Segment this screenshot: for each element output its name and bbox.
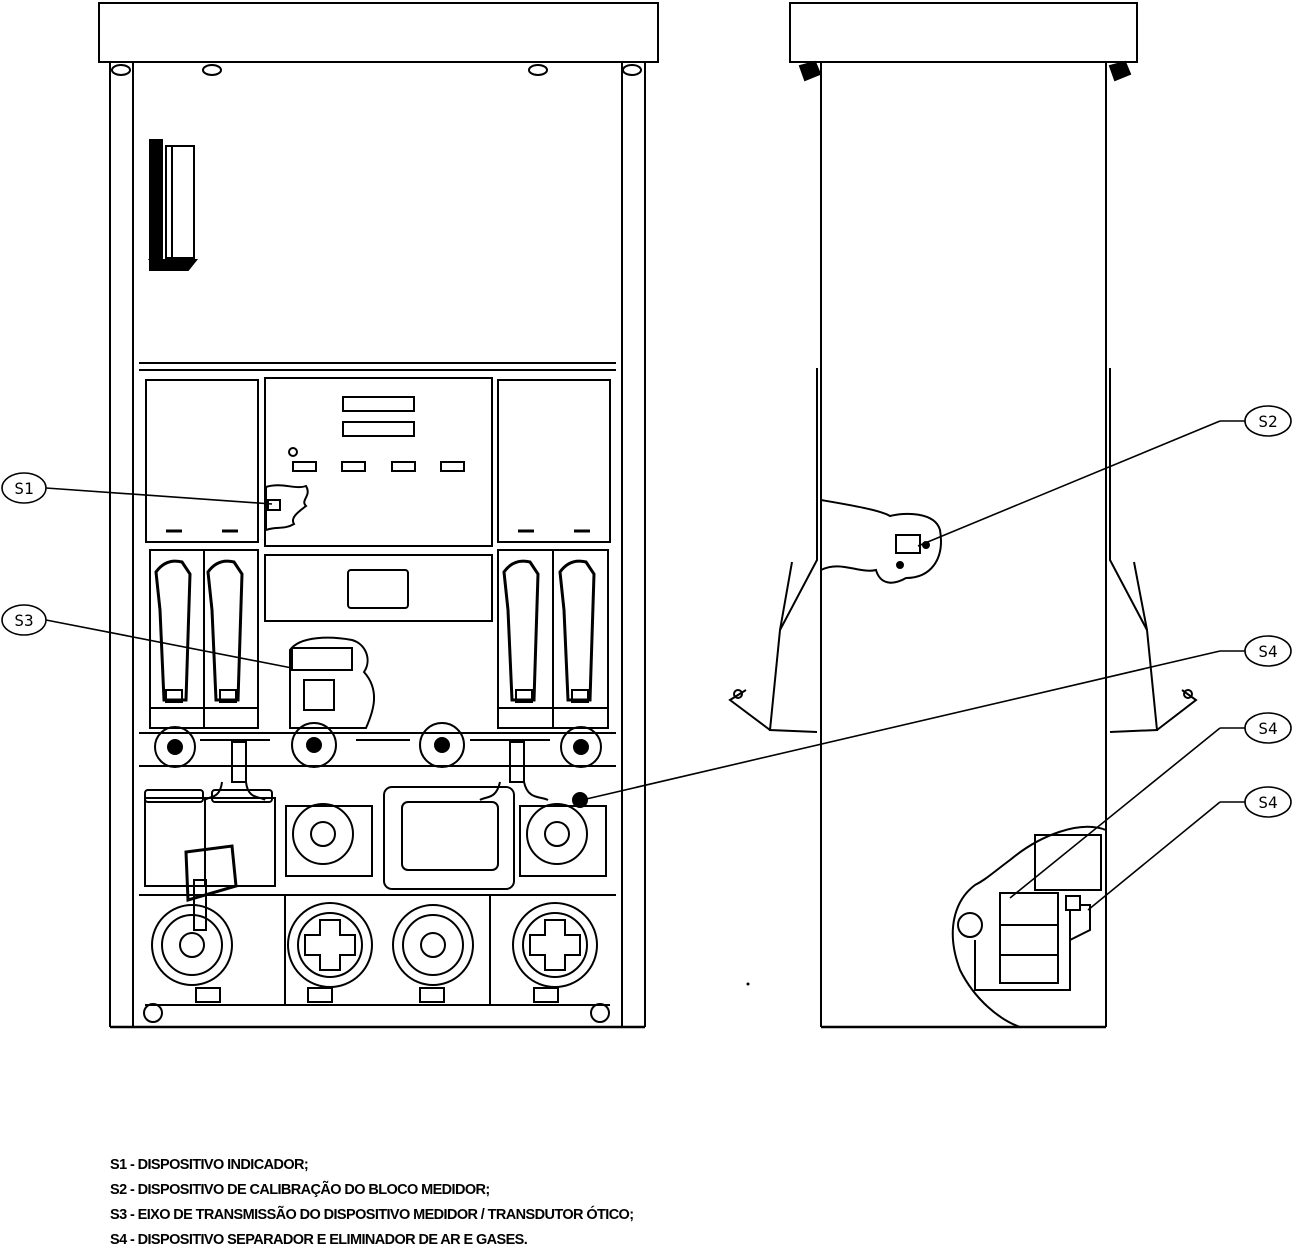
legend-item: S4 - DISPOSITIVO SEPARADOR E ELIMINADOR … bbox=[110, 1232, 528, 1248]
s1-cutaway bbox=[265, 484, 309, 532]
callout-s4-first-label: S4 bbox=[1258, 642, 1277, 661]
front-bolts bbox=[111, 64, 642, 76]
front-view bbox=[98, 2, 659, 1029]
s2-cutaway bbox=[820, 499, 942, 584]
callout-s1-label: S1 bbox=[14, 479, 33, 498]
legend: S1 - DISPOSITIVO INDICADOR; S2 - DISPOSI… bbox=[110, 1153, 634, 1253]
callout-s4-first bbox=[581, 635, 1292, 801]
side-view bbox=[728, 2, 1198, 1029]
callout-labels: S1 S3 S2 S4 S4 S4 bbox=[14, 412, 1277, 812]
callout-s4-second bbox=[1009, 712, 1292, 899]
motor-blocks bbox=[144, 786, 607, 931]
s3-cutaway bbox=[289, 636, 376, 729]
central-display-head bbox=[264, 377, 493, 547]
left-display-panel bbox=[145, 379, 259, 543]
callout-s3 bbox=[1, 604, 293, 669]
meter-heads-row bbox=[154, 722, 602, 783]
pump-assemblies bbox=[139, 894, 616, 1023]
legend-item: S3 - EIXO DE TRANSMISSÃO DO DISPOSITIVO … bbox=[110, 1207, 634, 1223]
callout-s1 bbox=[1, 472, 273, 505]
nozzle-holders bbox=[149, 549, 609, 729]
callout-s4-third bbox=[1087, 786, 1292, 911]
side-top-beam bbox=[789, 2, 1138, 63]
callout-s3-label: S3 bbox=[14, 611, 33, 630]
legend-item: S1 - DISPOSITIVO INDICADOR; bbox=[110, 1157, 309, 1173]
callout-s4-third-label: S4 bbox=[1258, 793, 1277, 812]
callout-s2-label: S2 bbox=[1258, 412, 1277, 431]
callout-s2 bbox=[917, 405, 1292, 547]
side-handle bbox=[147, 139, 199, 271]
right-display-panel bbox=[497, 379, 611, 543]
front-top-beam bbox=[98, 2, 659, 63]
callouts bbox=[1, 405, 1292, 911]
s4-cutaway bbox=[951, 825, 1107, 1028]
air-separator-box bbox=[383, 786, 515, 890]
callout-s4-second-label: S4 bbox=[1258, 719, 1277, 738]
legend-item: S2 - DISPOSITIVO DE CALIBRAÇÃO DO BLOCO … bbox=[110, 1182, 490, 1198]
